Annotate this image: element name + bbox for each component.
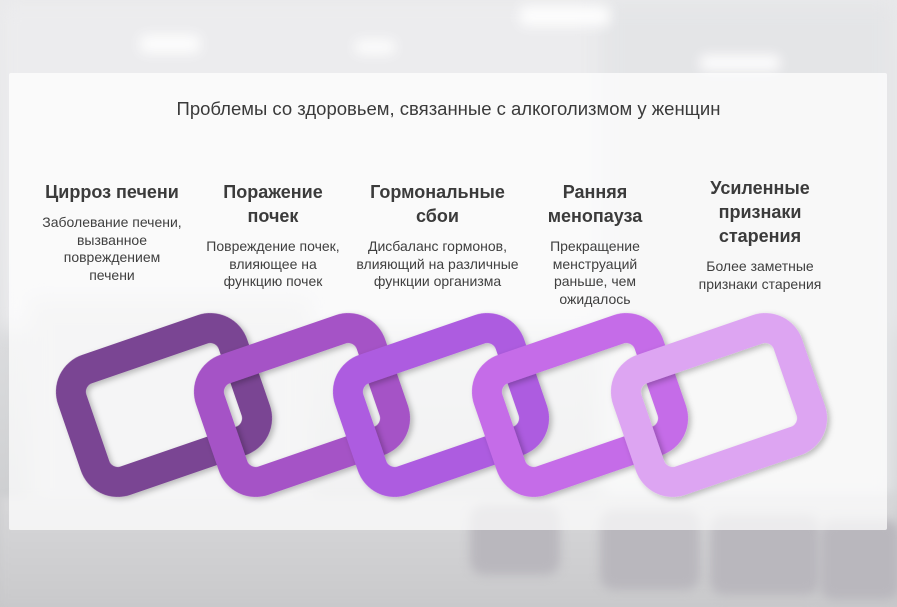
step-2: Поражение почек Повреждение почек, влияю…: [203, 180, 343, 291]
diagram-title: Проблемы со здоровьем, связанные с алког…: [176, 98, 721, 119]
step-4-heading: Ранняя менопауза: [547, 182, 643, 226]
step-5-description: Более заметные признаки старения: [698, 258, 822, 292]
step-3: Гормональные сбои Дисбаланс гормонов, вл…: [355, 180, 520, 291]
step-3-heading: Гормональные сбои: [370, 182, 505, 226]
chain-link-5: [610, 313, 828, 497]
step-4-description: Прекращение менструаций раньше, чем ожид…: [550, 238, 640, 307]
step-2-heading: Поражение почек: [223, 182, 323, 226]
step-1-description: Заболевание печени, вызванное повреждени…: [42, 214, 182, 283]
step-1: Цирроз печени Заболевание печени, вызван…: [42, 180, 182, 284]
step-5: Усиленные признаки старения Более заметн…: [685, 176, 835, 293]
step-4: Ранняя менопауза Прекращение менструаций…: [530, 180, 660, 308]
step-2-description: Повреждение почек, влияющее на функцию п…: [206, 238, 340, 289]
step-1-heading: Цирроз печени: [45, 182, 179, 202]
step-3-description: Дисбаланс гормонов, влияющий на различны…: [356, 238, 519, 289]
step-5-heading: Усиленные признаки старения: [710, 178, 810, 246]
